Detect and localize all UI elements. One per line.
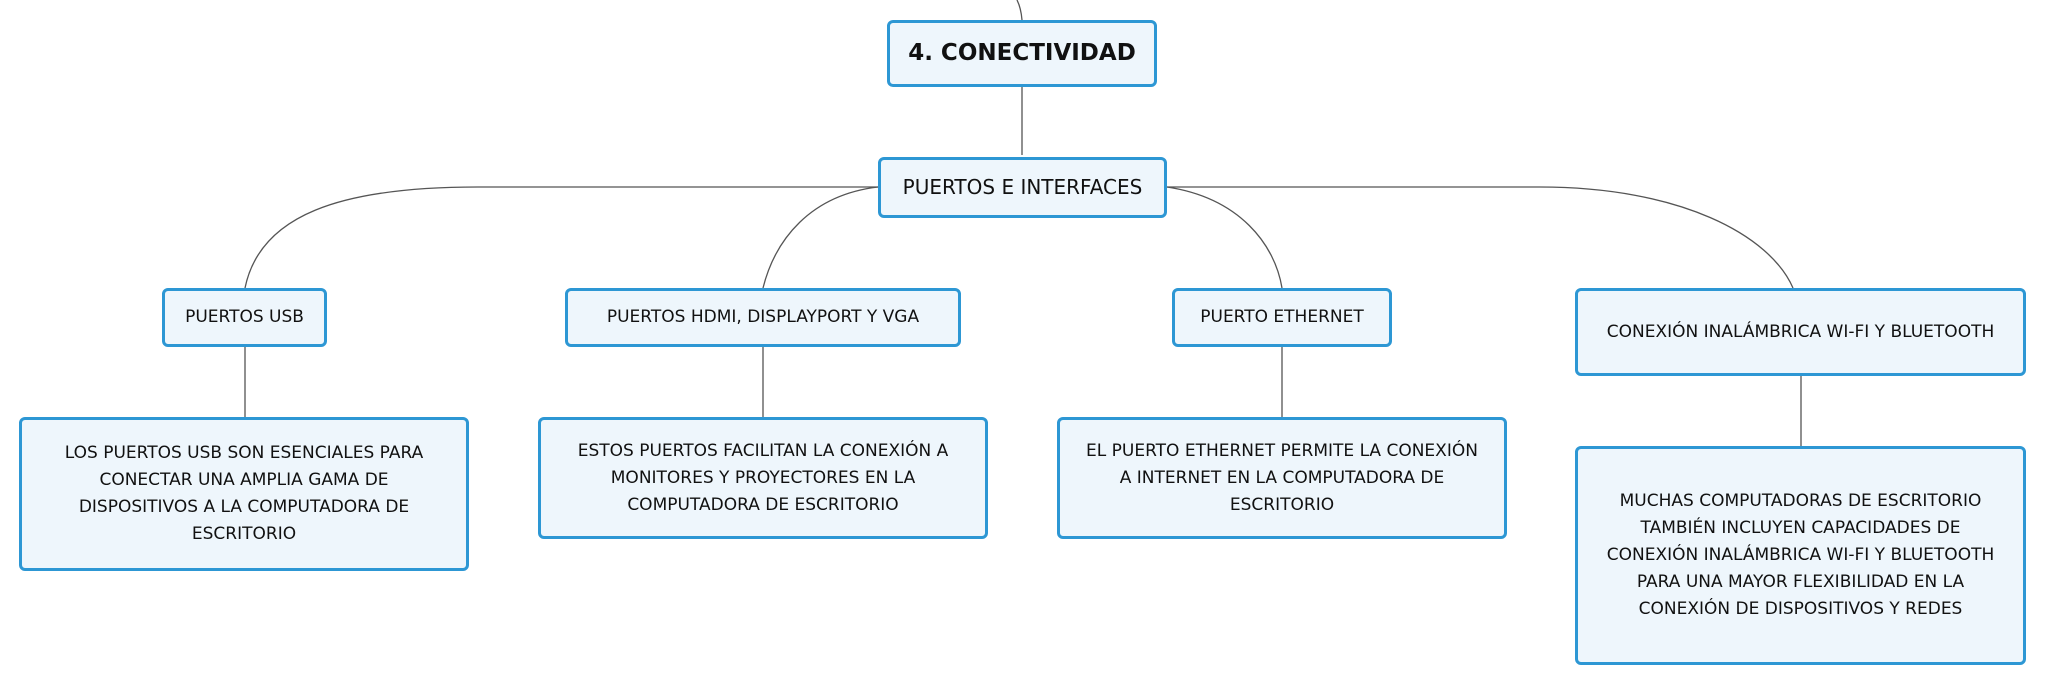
main-topic-puertos-interfaces[interactable]: PUERTOS E INTERFACES bbox=[878, 157, 1167, 218]
desc-ethernet-text: EL PUERTO ETHERNET PERMITE LA CONEXIÓN A… bbox=[1086, 440, 1478, 515]
desc-wireless[interactable]: MUCHAS COMPUTADORAS DE ESCRITORIO TAMBIÉ… bbox=[1575, 446, 2026, 665]
topic-ethernet[interactable]: PUERTO ETHERNET bbox=[1172, 288, 1392, 347]
main-topic-label: PUERTOS E INTERFACES bbox=[902, 175, 1143, 199]
desc-usb[interactable]: LOS PUERTOS USB SON ESENCIALES PARA CONE… bbox=[19, 417, 469, 571]
connector-main-to-ethernet bbox=[1166, 186, 1283, 289]
connector-main-to-hdmi bbox=[762, 186, 879, 289]
topic-wireless[interactable]: CONEXIÓN INALÁMBRICA WI-FI Y BLUETOOTH bbox=[1575, 288, 2026, 376]
connector-main-to-usb bbox=[244, 186, 878, 289]
root-topic-label: 4. CONECTIVIDAD bbox=[908, 40, 1136, 66]
desc-usb-text: LOS PUERTOS USB SON ESENCIALES PARA CONE… bbox=[64, 443, 424, 544]
topic-usb[interactable]: PUERTOS USB bbox=[162, 288, 327, 347]
desc-wireless-text: MUCHAS COMPUTADORAS DE ESCRITORIO TAMBIÉ… bbox=[1606, 491, 1995, 619]
topic-hdmi-displayport-vga[interactable]: PUERTOS HDMI, DISPLAYPORT Y VGA bbox=[565, 288, 961, 347]
desc-ethernet[interactable]: EL PUERTO ETHERNET PERMITE LA CONEXIÓN A… bbox=[1057, 417, 1507, 539]
topic-ethernet-label: PUERTO ETHERNET bbox=[1200, 307, 1364, 327]
topic-wireless-label: CONEXIÓN INALÁMBRICA WI-FI Y BLUETOOTH bbox=[1606, 321, 1995, 342]
desc-hdmi[interactable]: ESTOS PUERTOS FACILITAN LA CONEXIÓN A MO… bbox=[538, 417, 988, 539]
topic-hdmi-label: PUERTOS HDMI, DISPLAYPORT Y VGA bbox=[606, 307, 920, 327]
root-topic[interactable]: 4. CONECTIVIDAD bbox=[887, 20, 1157, 87]
topic-usb-label: PUERTOS USB bbox=[185, 307, 304, 327]
connector-main-to-wireless bbox=[1167, 186, 1794, 289]
connector-incoming-to-root bbox=[1016, 0, 1023, 21]
desc-hdmi-text: ESTOS PUERTOS FACILITAN LA CONEXIÓN A MO… bbox=[577, 440, 949, 515]
